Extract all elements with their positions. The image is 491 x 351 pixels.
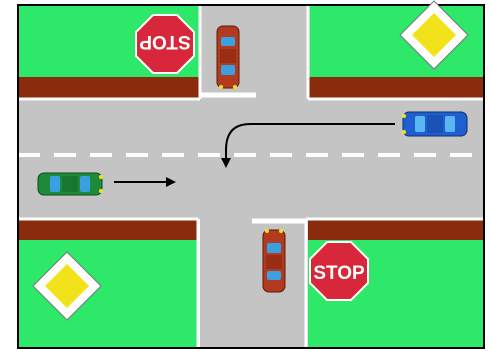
green-car: [38, 173, 103, 195]
bottom-red-car: [263, 229, 285, 292]
curb-bottom-left: [18, 219, 198, 240]
blue-car: [402, 112, 467, 136]
top-red-car: [217, 26, 239, 89]
road-vertical: [200, 5, 308, 348]
curb-top-right: [308, 77, 484, 99]
stop-sign-text: STOP: [313, 263, 365, 284]
stop-sign-top-left: STOP: [136, 15, 194, 73]
curb-bottom-right: [306, 219, 484, 240]
stop-sign-text: STOP: [139, 31, 191, 52]
curb-top-left: [18, 77, 200, 99]
stop-sign-bottom-right: STOP: [310, 242, 368, 300]
